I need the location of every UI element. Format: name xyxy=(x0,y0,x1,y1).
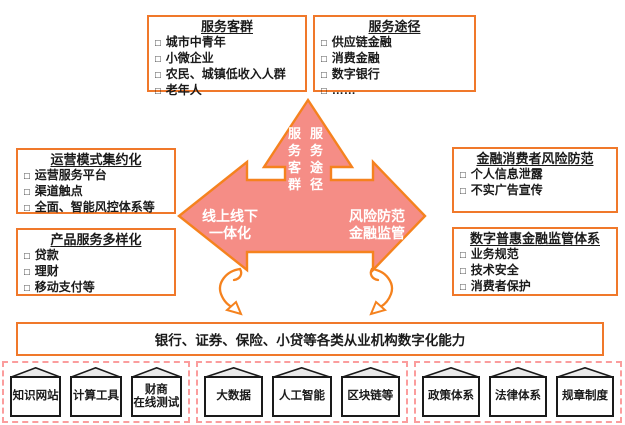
square-bullet-icon: □ xyxy=(24,267,30,278)
up-arrow-label-left: 服务客群 xyxy=(287,126,301,192)
box-title: 运营模式集约化 xyxy=(50,152,142,167)
square-bullet-icon: □ xyxy=(460,250,466,261)
house-label: 法律体系 xyxy=(489,376,547,417)
box-item: 理财 xyxy=(34,264,59,278)
house-label: 规章制度 xyxy=(556,376,614,417)
box-item: 全面、智能风控体系等 xyxy=(34,200,155,214)
capability-bar: 银行、证券、保险、小贷等各类从业机构数字化能力 xyxy=(16,322,604,356)
square-bullet-icon: □ xyxy=(155,54,161,65)
house-calculator-tool: 计算工具 xyxy=(69,367,122,417)
house-ai: 人工智能 xyxy=(271,367,332,417)
technology-group: 大数据 人工智能 区块链等 xyxy=(196,361,408,423)
up-arrow-labels: 服务客群 服务途径 xyxy=(287,125,324,193)
box-title: 服务客群 xyxy=(200,19,253,34)
box-item: 移动支付等 xyxy=(34,280,95,294)
square-bullet-icon: □ xyxy=(321,70,327,81)
square-bullet-icon: □ xyxy=(155,38,161,49)
house-blockchain: 区块链等 xyxy=(340,367,401,417)
house-label: 人工智能 xyxy=(272,376,332,417)
box-item: 运营服务平台 xyxy=(34,168,107,182)
box-item: 老年人 xyxy=(165,83,202,97)
box-item: 不实广告宣传 xyxy=(470,183,543,197)
house-regulation-system: 规章制度 xyxy=(555,367,615,417)
square-bullet-icon: □ xyxy=(321,38,327,49)
house-knowledge-site: 知识网站 xyxy=(9,367,62,417)
house-label: 知识网站 xyxy=(10,376,62,417)
box-item: 消费者保护 xyxy=(470,279,531,293)
service-channels-box: 服务途径 □ 供应链金融 □ 消费金融 □ 数字银行 □ …… xyxy=(313,15,476,97)
square-bullet-icon: □ xyxy=(24,283,30,294)
box-title: 金融消费者风险防范 xyxy=(476,151,594,166)
service-customers-box: 服务客群 □ 城市中青年 □ 小微企业 □ 农民、城镇低收入人群 □ 老年人 xyxy=(147,15,307,97)
box-title: 数字普惠金融监管体系 xyxy=(469,231,600,246)
box-item: 数字银行 xyxy=(331,67,380,81)
box-item: 个人信息泄露 xyxy=(470,167,543,181)
right-arm-label: 风险防范 金融监管 xyxy=(349,208,405,241)
box-item: …… xyxy=(331,83,356,97)
house-label: 政策体系 xyxy=(422,376,480,417)
square-bullet-icon: □ xyxy=(460,170,466,181)
house-label: 财商 在线测试 xyxy=(130,376,182,417)
box-title: 服务途径 xyxy=(368,19,421,34)
house-big-data: 大数据 xyxy=(203,367,264,417)
square-bullet-icon: □ xyxy=(24,187,30,198)
box-item: 技术安全 xyxy=(470,263,519,277)
box-item: 供应链金融 xyxy=(331,35,392,49)
curved-down-arrow-icon xyxy=(218,267,243,316)
square-bullet-icon: □ xyxy=(460,186,466,197)
box-item: 农民、城镇低收入人群 xyxy=(165,67,286,81)
operation-mode-box: 运营模式集约化 □ 运营服务平台 □ 渠道触点 □ 全面、智能风控体系等 xyxy=(16,148,176,214)
house-legal-system: 法律体系 xyxy=(488,367,548,417)
house-finance-quotient-test: 财商 在线测试 xyxy=(130,367,183,417)
education-tools-group: 知识网站 计算工具 财商 在线测试 xyxy=(2,361,190,423)
house-policy-system: 政策体系 xyxy=(421,367,481,417)
square-bullet-icon: □ xyxy=(24,203,30,214)
capability-bar-label: 银行、证券、保险、小贷等各类从业机构数字化能力 xyxy=(154,333,466,348)
house-label: 区块链等 xyxy=(340,376,400,417)
square-bullet-icon: □ xyxy=(460,282,466,293)
box-item: 贷款 xyxy=(34,248,59,262)
box-item: 小微企业 xyxy=(165,51,214,65)
house-label: 计算工具 xyxy=(70,376,122,417)
left-arm-label: 线上线下 一体化 xyxy=(202,208,258,241)
square-bullet-icon: □ xyxy=(321,86,327,97)
box-item: 消费金融 xyxy=(331,51,380,65)
square-bullet-icon: □ xyxy=(24,251,30,262)
square-bullet-icon: □ xyxy=(460,266,466,277)
house-label: 大数据 xyxy=(204,376,264,417)
box-title: 产品服务多样化 xyxy=(50,232,142,247)
curved-down-arrow-icon xyxy=(369,267,394,316)
square-bullet-icon: □ xyxy=(155,70,161,81)
three-way-arrow-shape xyxy=(177,97,427,273)
product-service-box: 产品服务多样化 □ 贷款 □ 理财 □ 移动支付等 xyxy=(16,228,176,296)
box-item: 渠道触点 xyxy=(34,184,83,198)
box-item: 业务规范 xyxy=(470,247,519,261)
square-bullet-icon: □ xyxy=(321,54,327,65)
regulatory-system-box: 数字普惠金融监管体系 □ 业务规范 □ 技术安全 □ 消费者保护 xyxy=(452,227,618,296)
square-bullet-icon: □ xyxy=(155,86,161,97)
consumer-risk-box: 金融消费者风险防范 □ 个人信息泄露 □ 不实广告宣传 xyxy=(452,147,618,213)
three-way-arrow: 服务客群 服务途径 线上线下 一体化 风险防范 金融监管 xyxy=(175,96,431,276)
square-bullet-icon: □ xyxy=(24,171,30,182)
up-arrow-label-right: 服务途径 xyxy=(309,126,323,192)
institution-group: 政策体系 法律体系 规章制度 xyxy=(414,361,622,423)
box-item: 城市中青年 xyxy=(165,35,226,49)
